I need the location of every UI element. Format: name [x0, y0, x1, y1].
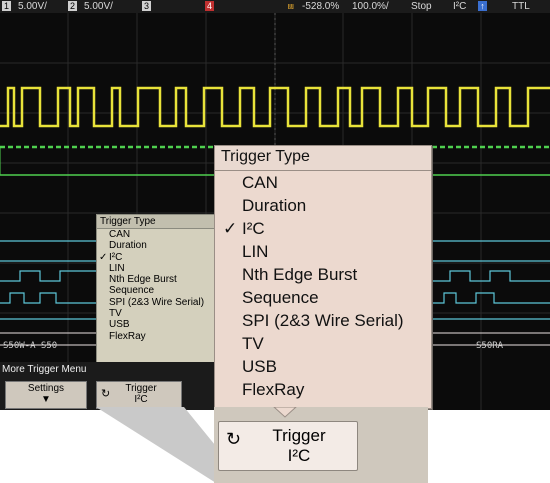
more-trigger-menu-label: More Trigger Menu [2, 364, 87, 375]
small-menu-item[interactable]: ✓I²C [97, 252, 217, 263]
menu-item-label: Sequence [242, 288, 319, 307]
menu-item-label: LIN [242, 242, 269, 261]
trigger-softkey[interactable]: ↻ Trigger I²C [218, 421, 358, 471]
rotate-knob-icon: ↻ [226, 429, 242, 449]
time-scale: 100.0%/ [352, 1, 389, 12]
ch2-scale: 5.00V/ [84, 1, 113, 12]
zoom-wedge [96, 407, 246, 483]
small-menu-item[interactable]: LIN [97, 263, 217, 274]
status-bar: 1 5.00V/ 2 5.00V/ 3 4 ⩏ -528.0% 100.0%/ … [0, 0, 550, 13]
menu-item[interactable]: ✓I²C [215, 217, 431, 240]
run-state: Stop [411, 1, 432, 12]
logic-threshold: TTL [512, 1, 530, 12]
menu-item-label: TV [242, 334, 264, 353]
menu-item[interactable]: Duration [215, 194, 431, 217]
small-menu-item[interactable]: SPI (2&3 Wire Serial) [97, 297, 217, 308]
decode-label-right: S50RA [476, 341, 504, 351]
trigger-value: I²C [287, 446, 311, 465]
small-menu-item[interactable]: TV [97, 308, 217, 319]
trigger-softkey-value: I²C [134, 394, 148, 405]
down-arrow-icon: ▼ [41, 394, 51, 405]
decode-label-left: S50W-A S50 [3, 341, 58, 351]
menu-item[interactable]: CAN [215, 171, 431, 194]
small-menu-item-label: I²C [109, 251, 123, 263]
checkmark-icon: ✓ [223, 219, 238, 238]
menu-item[interactable]: TV [215, 332, 431, 355]
small-menu-item-label: LIN [109, 262, 125, 274]
trigger-edge-icon: ⩏ [288, 1, 294, 12]
menu-item-label: Nth Edge Burst [242, 265, 358, 284]
small-menu-item-label: Duration [109, 240, 147, 252]
ch1-scale: 5.00V/ [18, 1, 47, 12]
menu-item-label: USB [242, 357, 277, 376]
small-menu-item[interactable]: Sequence [97, 285, 217, 296]
small-menu-item-label: FlexRay [109, 330, 146, 342]
menu-title: Trigger Type [215, 146, 431, 171]
small-menu-item[interactable]: USB [97, 319, 217, 330]
small-menu-item-label: SPI (2&3 Wire Serial) [109, 296, 205, 308]
settings-softkey[interactable]: Settings ▼ [5, 381, 87, 409]
menu-item[interactable]: Sequence [215, 286, 431, 309]
menu-item[interactable]: Nth Edge Burst [215, 263, 431, 286]
small-menu-item-label: USB [109, 319, 130, 331]
settings-label: Settings [27, 383, 65, 394]
ch1-trace [0, 86, 550, 128]
menu-item[interactable]: SPI (2&3 Wire Serial) [215, 309, 431, 332]
small-menu-item[interactable]: FlexRay [97, 331, 217, 342]
menu-item-label: FlexRay [242, 380, 305, 399]
small-menu-item-label: CAN [109, 229, 131, 240]
trigger-label: Trigger [272, 426, 326, 445]
menu-item[interactable]: FlexRay [215, 378, 431, 401]
menu-item-label: Duration [242, 196, 307, 215]
menu-item[interactable]: USB [215, 355, 431, 378]
trigger-protocol: I²C [453, 1, 467, 12]
rotate-knob-icon: ↻ [101, 388, 111, 400]
small-menu-title: Trigger Type [97, 215, 217, 229]
menu-item[interactable]: LIN [215, 240, 431, 263]
trigger-softkey-small[interactable]: ↻ Trigger I²C [96, 381, 182, 409]
trigger-softkey-label: Trigger [125, 383, 157, 394]
menu-item-label: CAN [242, 173, 278, 192]
small-menu-item[interactable]: CAN [97, 229, 217, 240]
small-menu-item[interactable]: Nth Edge Burst [97, 274, 217, 285]
small-menu-item-label: TV [109, 308, 122, 320]
small-menu-item-label: Sequence [109, 285, 155, 297]
callout-pointer [273, 407, 297, 418]
small-menu-item[interactable]: Duration [97, 240, 217, 251]
small-menu-item-label: Nth Edge Burst [109, 274, 177, 286]
menu-item-label: I²C [242, 219, 265, 238]
time-offset: -528.0% [302, 1, 340, 12]
menu-item-label: SPI (2&3 Wire Serial) [242, 311, 404, 330]
checkmark-icon: ✓ [99, 251, 108, 263]
